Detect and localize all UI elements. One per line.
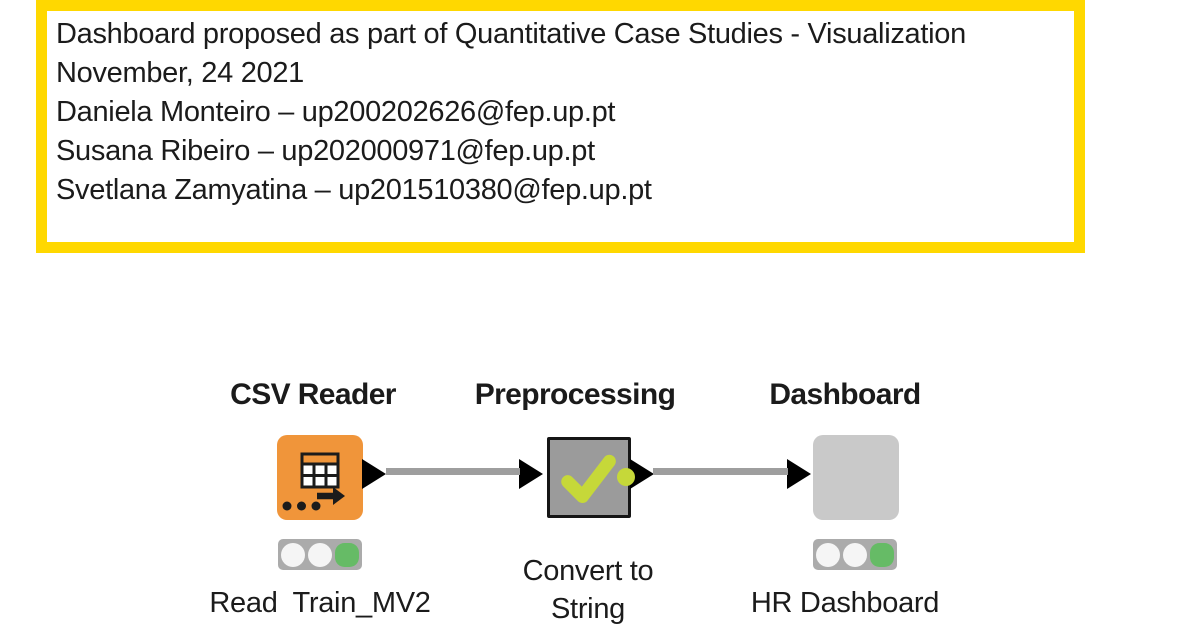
table-export-icon [282,452,345,511]
workflow-annotation-note[interactable]: Dashboard proposed as part of Quantitati… [36,0,1085,253]
node-csv-reader[interactable] [277,435,363,520]
checkmark-icon [561,454,616,503]
traffic-light-dashboard [813,539,897,570]
note-line: Daniela Monteiro – up200202626@fep.up.pt [56,96,616,128]
wire-csv-to-preprocessing[interactable] [386,468,520,475]
traffic-red-off [281,542,305,567]
node-label-preprocessing[interactable]: Convert to String [522,555,654,625]
wire-preprocessing-to-dashboard[interactable] [653,468,788,475]
node-title-csv-reader: CSV Reader [230,378,396,411]
node-title-dashboard: Dashboard [769,378,921,411]
note-line: Susana Ribeiro – up202000971@fep.up.pt [56,135,595,167]
note-line: Dashboard proposed as part of Quantitati… [56,18,966,50]
traffic-yellow-off [308,542,332,567]
component-output-dot [617,468,635,486]
node-title-preprocessing: Preprocessing [474,378,676,411]
traffic-red-off [816,542,840,567]
csv-reader-output-port[interactable] [362,459,386,489]
node-dashboard[interactable] [813,435,899,520]
preprocessing-input-port[interactable] [519,459,543,489]
dashboard-input-port[interactable] [787,459,811,489]
note-line: November, 24 2021 [56,57,305,89]
traffic-green-on [335,542,359,567]
traffic-green-on [870,542,894,567]
node-label-csv-reader[interactable]: Read Train_MV2 [209,587,431,619]
note-line: Svetlana Zamyatina – up201510380@fep.up.… [56,174,652,206]
node-preprocessing-component[interactable] [547,437,631,518]
traffic-light-csv-reader [278,539,362,570]
traffic-yellow-off [843,542,867,567]
node-label-dashboard[interactable]: HR Dashboard [750,587,940,619]
